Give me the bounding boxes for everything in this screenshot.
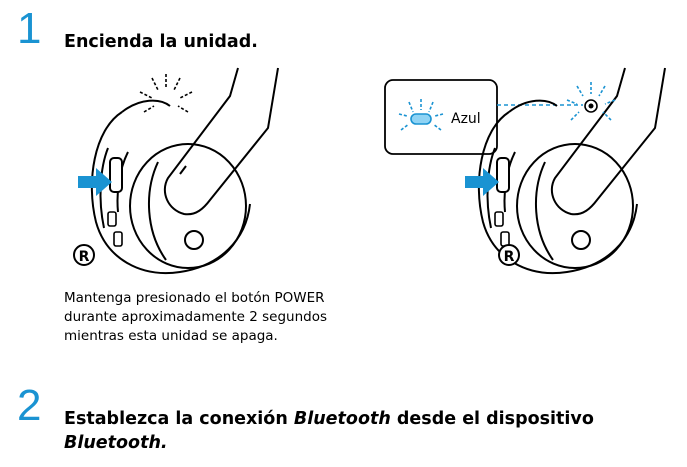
side-button (494, 211, 504, 227)
side-button (500, 231, 510, 247)
headphone-illustration-right: Azul R (384, 67, 666, 274)
step-1-caption: Mantenga presionado el botón POWER duran… (64, 289, 327, 346)
side-marker-label: R (79, 249, 90, 265)
power-button[interactable] (496, 157, 510, 193)
caption-line: Mantenga presionado el botón POWER (64, 290, 325, 306)
caption-line: durante aproximadamente 2 segundos (64, 309, 328, 325)
power-button[interactable] (109, 157, 123, 193)
side-marker-label: R (504, 249, 515, 265)
press-arrow-icon (78, 168, 112, 196)
side-marker-right: R (73, 244, 95, 266)
step-2-title-part: Establezca la conexión (64, 409, 294, 429)
headband-arm (550, 67, 666, 216)
side-button (113, 231, 123, 247)
caption-line: mientras esta unidad se apaga. (64, 328, 278, 344)
step-1-title: Encienda la unidad. (64, 32, 258, 52)
ear-cup (90, 99, 251, 274)
headband-arm (163, 67, 279, 216)
indicator-color-label: Azul (451, 111, 481, 127)
indicator-callout: Azul (384, 79, 498, 155)
side-button (107, 211, 117, 227)
led-indicator-icon (410, 113, 432, 125)
step-2-title-part: desde el dispositivo (390, 409, 594, 429)
step-1-number: 1 (17, 4, 42, 53)
step-2-title-line2: Bluetooth. (64, 433, 168, 453)
step-2-title-emph: Bluetooth (293, 409, 391, 429)
indicator-blink-icon (139, 74, 193, 113)
step-2-number: 2 (17, 381, 42, 430)
headphone-illustration-left: R (73, 67, 279, 274)
side-marker-right: R (498, 244, 520, 266)
indicator-blink-icon (566, 82, 616, 121)
press-arrow-icon (465, 168, 499, 196)
step-2-title: Establezca la conexión Bluetooth desde e… (64, 407, 594, 455)
indicator-blink-icon (398, 99, 444, 131)
